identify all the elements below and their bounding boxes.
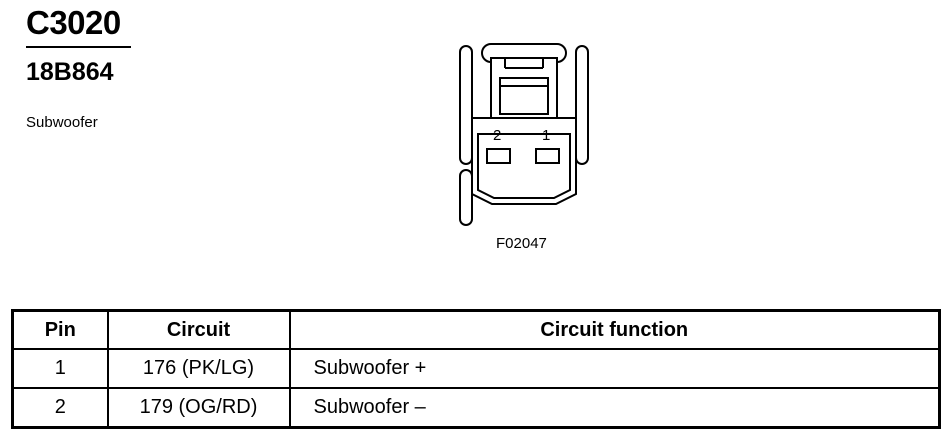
pin-label-1: 1 xyxy=(542,127,550,144)
right-latch xyxy=(575,45,589,165)
column-header-circuit-function: Circuit function xyxy=(288,309,941,350)
left-latch xyxy=(459,45,473,165)
connector-face-diagram: 2 1 xyxy=(459,43,589,226)
connector-id: C3020 xyxy=(26,4,121,41)
figure-code: F02047 xyxy=(496,235,547,252)
pin-number: 2 xyxy=(11,387,109,429)
column-header-pin: Pin xyxy=(11,309,109,350)
pin-cavity-2 xyxy=(486,148,511,164)
column-header-circuit: Circuit xyxy=(106,309,291,350)
pinout-table: Pin Circuit Circuit function 1 176 (PK/L… xyxy=(11,309,941,429)
table-header-row: Pin Circuit Circuit function xyxy=(11,309,941,350)
pin-label-2: 2 xyxy=(493,127,501,144)
table-row: 2 179 (OG/RD) Subwoofer – xyxy=(11,387,941,429)
circuit-function: Subwoofer – xyxy=(288,387,941,429)
pin-cavity-1 xyxy=(535,148,560,164)
title-underline xyxy=(26,46,131,48)
connector-description: Subwoofer xyxy=(26,114,98,131)
connector-face xyxy=(477,133,571,199)
part-number: 18B864 xyxy=(26,58,114,86)
lower-left-latch xyxy=(459,169,473,226)
circuit: 176 (PK/LG) xyxy=(106,348,291,389)
circuit: 179 (OG/RD) xyxy=(106,387,291,429)
circuit-function: Subwoofer + xyxy=(288,348,941,389)
lock-window xyxy=(499,77,549,115)
pin-number: 1 xyxy=(11,348,109,389)
table-row: 1 176 (PK/LG) Subwoofer + xyxy=(11,348,941,389)
